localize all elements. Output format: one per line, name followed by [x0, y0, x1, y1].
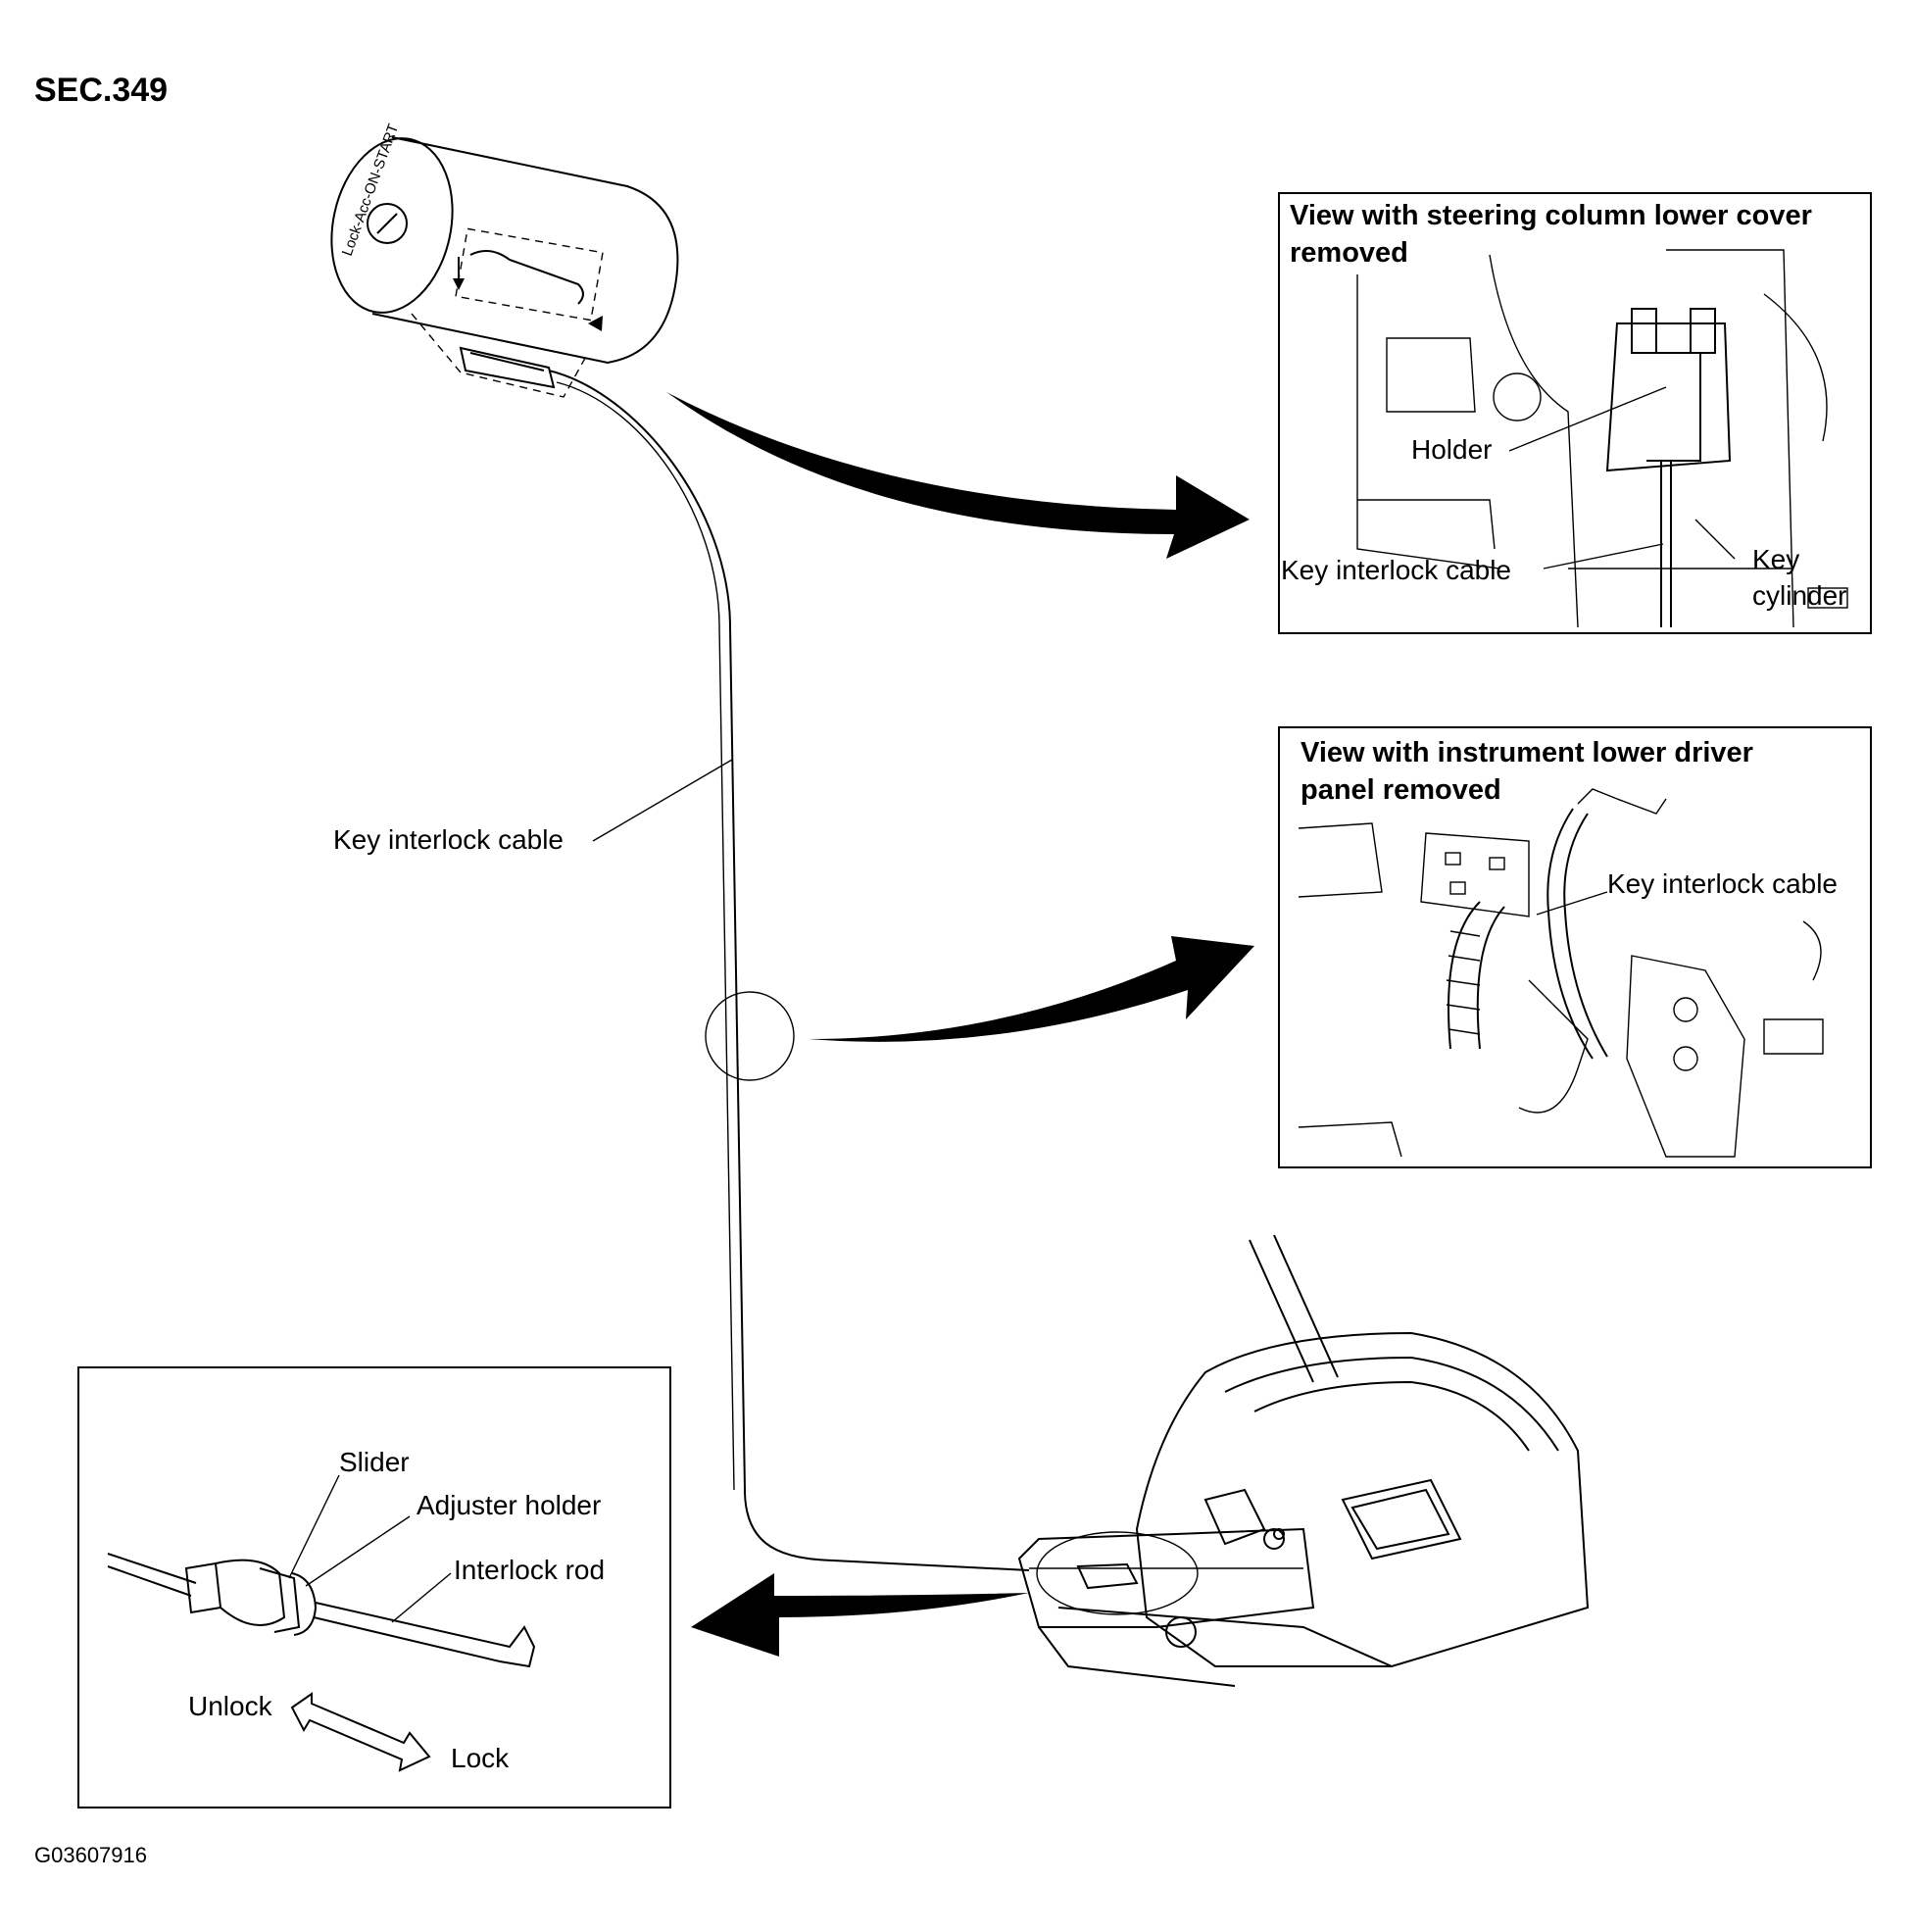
cable-leader-line	[592, 759, 733, 842]
interlock-rod-label: Interlock rod	[454, 1555, 606, 1585]
top-view-frame	[1278, 192, 1872, 634]
unlock-label: Unlock	[188, 1691, 272, 1721]
slider-label: Slider	[339, 1447, 410, 1477]
adjuster-holder-label: Adjuster holder	[417, 1490, 602, 1520]
key-cylinder-illustration: Lock-Acc-ON-START	[330, 122, 679, 398]
figure-code: G03607916	[34, 1843, 147, 1867]
bottom-view-illustration	[107, 1474, 536, 1772]
middle-view-title: View with instrument lower driver panel …	[1301, 737, 1753, 806]
key-cylinder-marking: Lock-Acc-ON-START	[339, 122, 403, 258]
key-label: Key	[1752, 544, 1800, 574]
holder-label: Holder	[1411, 434, 1493, 465]
arrow-to-top-view	[666, 392, 1250, 559]
lock-label: Lock	[451, 1743, 510, 1773]
middle-view-frame	[1278, 726, 1872, 1168]
main-cable-label: Key interlock cable	[333, 824, 564, 855]
bottom-view-frame	[77, 1366, 671, 1808]
shifter-assembly-illustration	[1017, 1234, 1590, 1687]
key-interlock-cable	[548, 370, 1030, 1571]
arrow-to-bottom-view	[691, 1573, 1029, 1657]
top-cable-label: Key interlock cable	[1281, 555, 1512, 585]
top-view-title: View with steering column lower cover re…	[1290, 200, 1812, 269]
arrow-to-middle-view	[809, 936, 1254, 1042]
cylinder-label: cylinder	[1752, 580, 1847, 611]
detail-circle	[705, 991, 795, 1081]
middle-cable-label: Key interlock cable	[1607, 868, 1839, 899]
section-number: SEC.349	[34, 72, 169, 109]
middle-view-illustration	[1298, 788, 1824, 1158]
top-view-illustration	[1356, 249, 1848, 628]
